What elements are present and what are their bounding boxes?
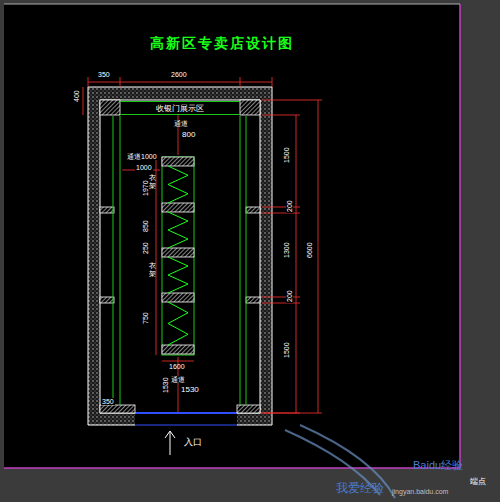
hanger-zigzag <box>168 166 188 203</box>
wall-edge <box>135 425 237 426</box>
dimension-text: 1600 <box>169 363 185 370</box>
hanger-zigzag <box>168 212 188 248</box>
dimension-text: 850 <box>142 219 149 233</box>
extension-line <box>262 297 300 298</box>
frame-line <box>4 467 460 469</box>
fixture-block <box>162 293 194 302</box>
dimension-text: 1500 <box>283 146 290 164</box>
extension-line <box>262 413 322 414</box>
zone-label: 收银门展示区 <box>156 103 204 114</box>
fixture-label: 衣架 <box>149 262 156 277</box>
dimension-text: 200 <box>286 289 293 303</box>
wall <box>88 87 272 425</box>
extension-line <box>262 303 300 304</box>
dimension-text: 350 <box>101 398 115 405</box>
dimension-line <box>83 87 84 115</box>
hatched-column <box>100 207 114 213</box>
wall-shelf <box>120 116 121 405</box>
fixture-label: 衣架 <box>149 174 156 189</box>
fixture-block <box>162 345 194 354</box>
dimension-text: 350 <box>97 71 111 78</box>
dimension-text: 1530 <box>162 376 169 394</box>
watermark: jingyan.baidu.com <box>392 488 448 495</box>
dimension-tick <box>272 77 273 87</box>
frame-line <box>459 4 461 468</box>
hatched-column <box>240 100 260 115</box>
wall-shelf <box>113 116 114 405</box>
hatched-column <box>246 297 260 303</box>
dimension-text: 200 <box>286 199 293 213</box>
fixture-block <box>162 157 194 166</box>
dimension-text: 1300 <box>283 241 290 259</box>
hatched-column <box>100 405 135 413</box>
dimension-line <box>296 115 297 413</box>
extension-line <box>262 207 300 208</box>
dimension-text: 400 <box>73 89 80 103</box>
hatched-column <box>246 207 260 213</box>
extension-line <box>262 100 322 101</box>
dimension-text: 1000 <box>135 164 153 171</box>
fixture-block <box>162 203 194 212</box>
dimension-line <box>162 361 194 362</box>
dimension-line <box>318 100 319 413</box>
hatched-column <box>100 297 114 303</box>
hatched-column <box>100 100 120 115</box>
watermark-swoosh <box>285 425 395 498</box>
drawing-title: 高新区专卖店设计图 <box>150 35 294 53</box>
wall-shelf <box>240 116 241 405</box>
dimension-text: 750 <box>142 311 149 325</box>
dimension-text: 通道 <box>173 120 189 127</box>
hanger-zigzag <box>168 302 188 345</box>
hatched-column <box>237 405 260 413</box>
dimension-text: 2600 <box>170 71 188 78</box>
dimension-text: 入口 <box>183 438 203 447</box>
center-fixture <box>162 157 194 355</box>
dimension-tick <box>240 77 241 87</box>
dimension-text: 800 <box>181 131 196 139</box>
extension-line <box>262 115 300 116</box>
dimension-text: 1500 <box>283 341 290 359</box>
dimension-text: 250 <box>142 241 149 255</box>
dimension-text: 1530 <box>180 386 200 394</box>
dimension-line <box>88 82 272 83</box>
entrance-line <box>135 412 237 414</box>
dimension-tick <box>88 77 89 87</box>
extension-line <box>262 213 300 214</box>
wall-shelf <box>246 116 247 405</box>
watermark: Baidu经验 <box>413 460 463 471</box>
dimension-text: 端点 <box>470 478 486 486</box>
watermark: 我爱经验 <box>336 482 384 494</box>
hanger-zigzag <box>168 257 188 293</box>
dimension-text: 通道1000 <box>126 153 158 160</box>
fixture-block <box>162 248 194 257</box>
drawing-canvas <box>4 4 460 468</box>
dimension-tick <box>120 77 121 87</box>
zone-band: 收银门展示区 <box>120 101 240 115</box>
dimension-text: 1970 <box>142 179 149 197</box>
entrance-arrow <box>165 431 175 455</box>
entrance-gap <box>135 412 237 426</box>
dimension-text: 6600 <box>306 241 313 259</box>
dimension-text: 通道 <box>170 376 186 383</box>
frame-line <box>4 4 460 5</box>
